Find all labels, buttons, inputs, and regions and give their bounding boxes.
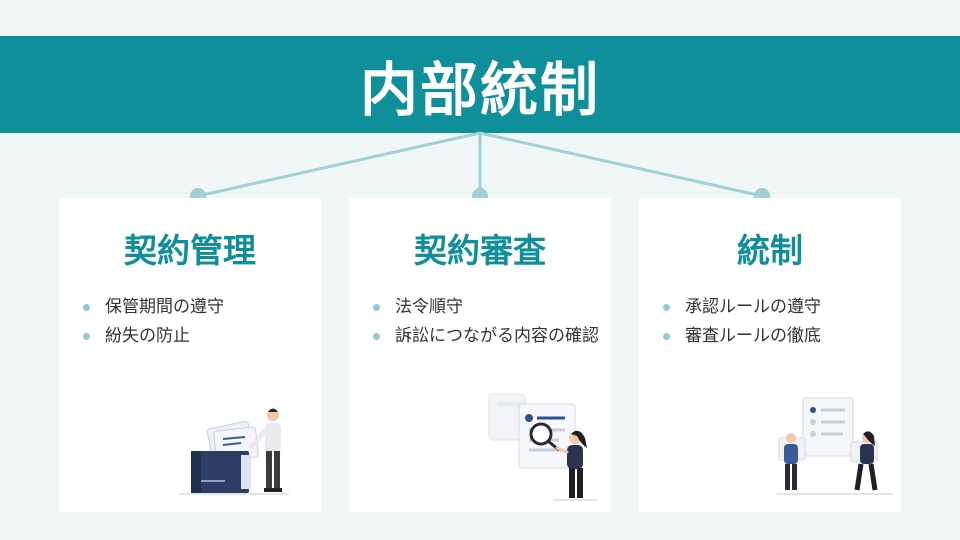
document-magnifier-person-icon <box>488 393 597 501</box>
list-item: 承認ルールの遵守 <box>661 294 891 320</box>
list-item: 保管期間の遵守 <box>81 294 311 320</box>
card-title: 契約管理 <box>124 231 256 270</box>
checklist-two-people-icon <box>777 397 893 495</box>
card-bullet-list: 保管期間の遵守 紛失の防止 <box>81 294 311 352</box>
bullet-dot <box>83 304 90 311</box>
card-contract-management: 契約管理 保管期間の遵守 紛失の防止 <box>59 198 321 512</box>
bullet-dot <box>373 304 380 311</box>
bullet-dot <box>373 333 380 340</box>
bullet-dot <box>663 304 670 311</box>
connector-right <box>479 131 763 198</box>
title-banner: 内部統制 <box>0 36 960 133</box>
card-control: 統制 承認ルールの遵守 審査ルールの徹底 <box>639 198 901 512</box>
list-item: 審査ルールの徹底 <box>661 323 891 349</box>
card-contract-review: 契約審査 法令順守 訴訟につながる内容の確認 <box>349 198 611 512</box>
list-item: 法令順守 <box>371 294 601 320</box>
card-bullet-list: 法令順守 訴訟につながる内容の確認 <box>371 294 601 352</box>
connector-left <box>197 131 481 198</box>
bullet-dot <box>663 333 670 340</box>
bullet-dot <box>83 333 90 340</box>
list-item: 訴訟につながる内容の確認 <box>371 323 601 349</box>
card-title: 契約審査 <box>414 231 546 270</box>
list-item: 紛失の防止 <box>81 323 311 349</box>
card-bullet-list: 承認ルールの遵守 審査ルールの徹底 <box>661 294 891 352</box>
filing-cabinet-person-icon <box>179 408 289 495</box>
main-title: 内部統制 <box>359 55 600 124</box>
card-title: 統制 <box>737 231 803 270</box>
